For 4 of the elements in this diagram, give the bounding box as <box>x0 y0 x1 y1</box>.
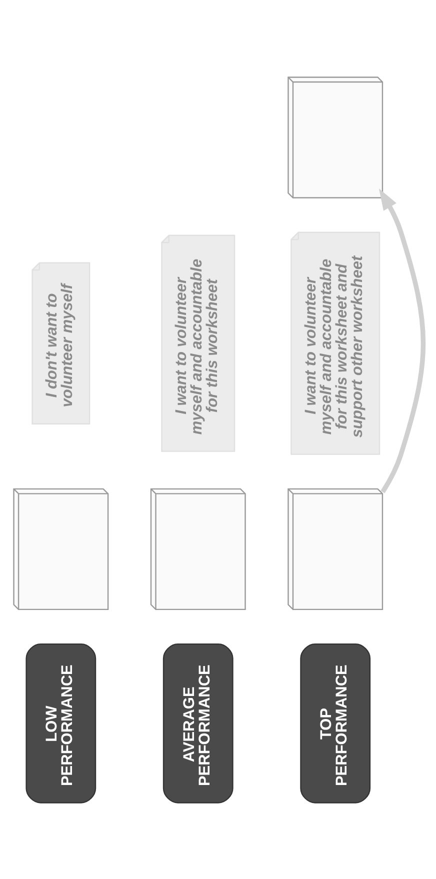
arrow <box>378 188 426 493</box>
node-box: AVERAGE PERFORMANCE <box>162 642 233 803</box>
node-box: TOP PERFORMANCE <box>300 642 370 803</box>
node-box: LOW PERFORMANCE <box>25 642 96 803</box>
